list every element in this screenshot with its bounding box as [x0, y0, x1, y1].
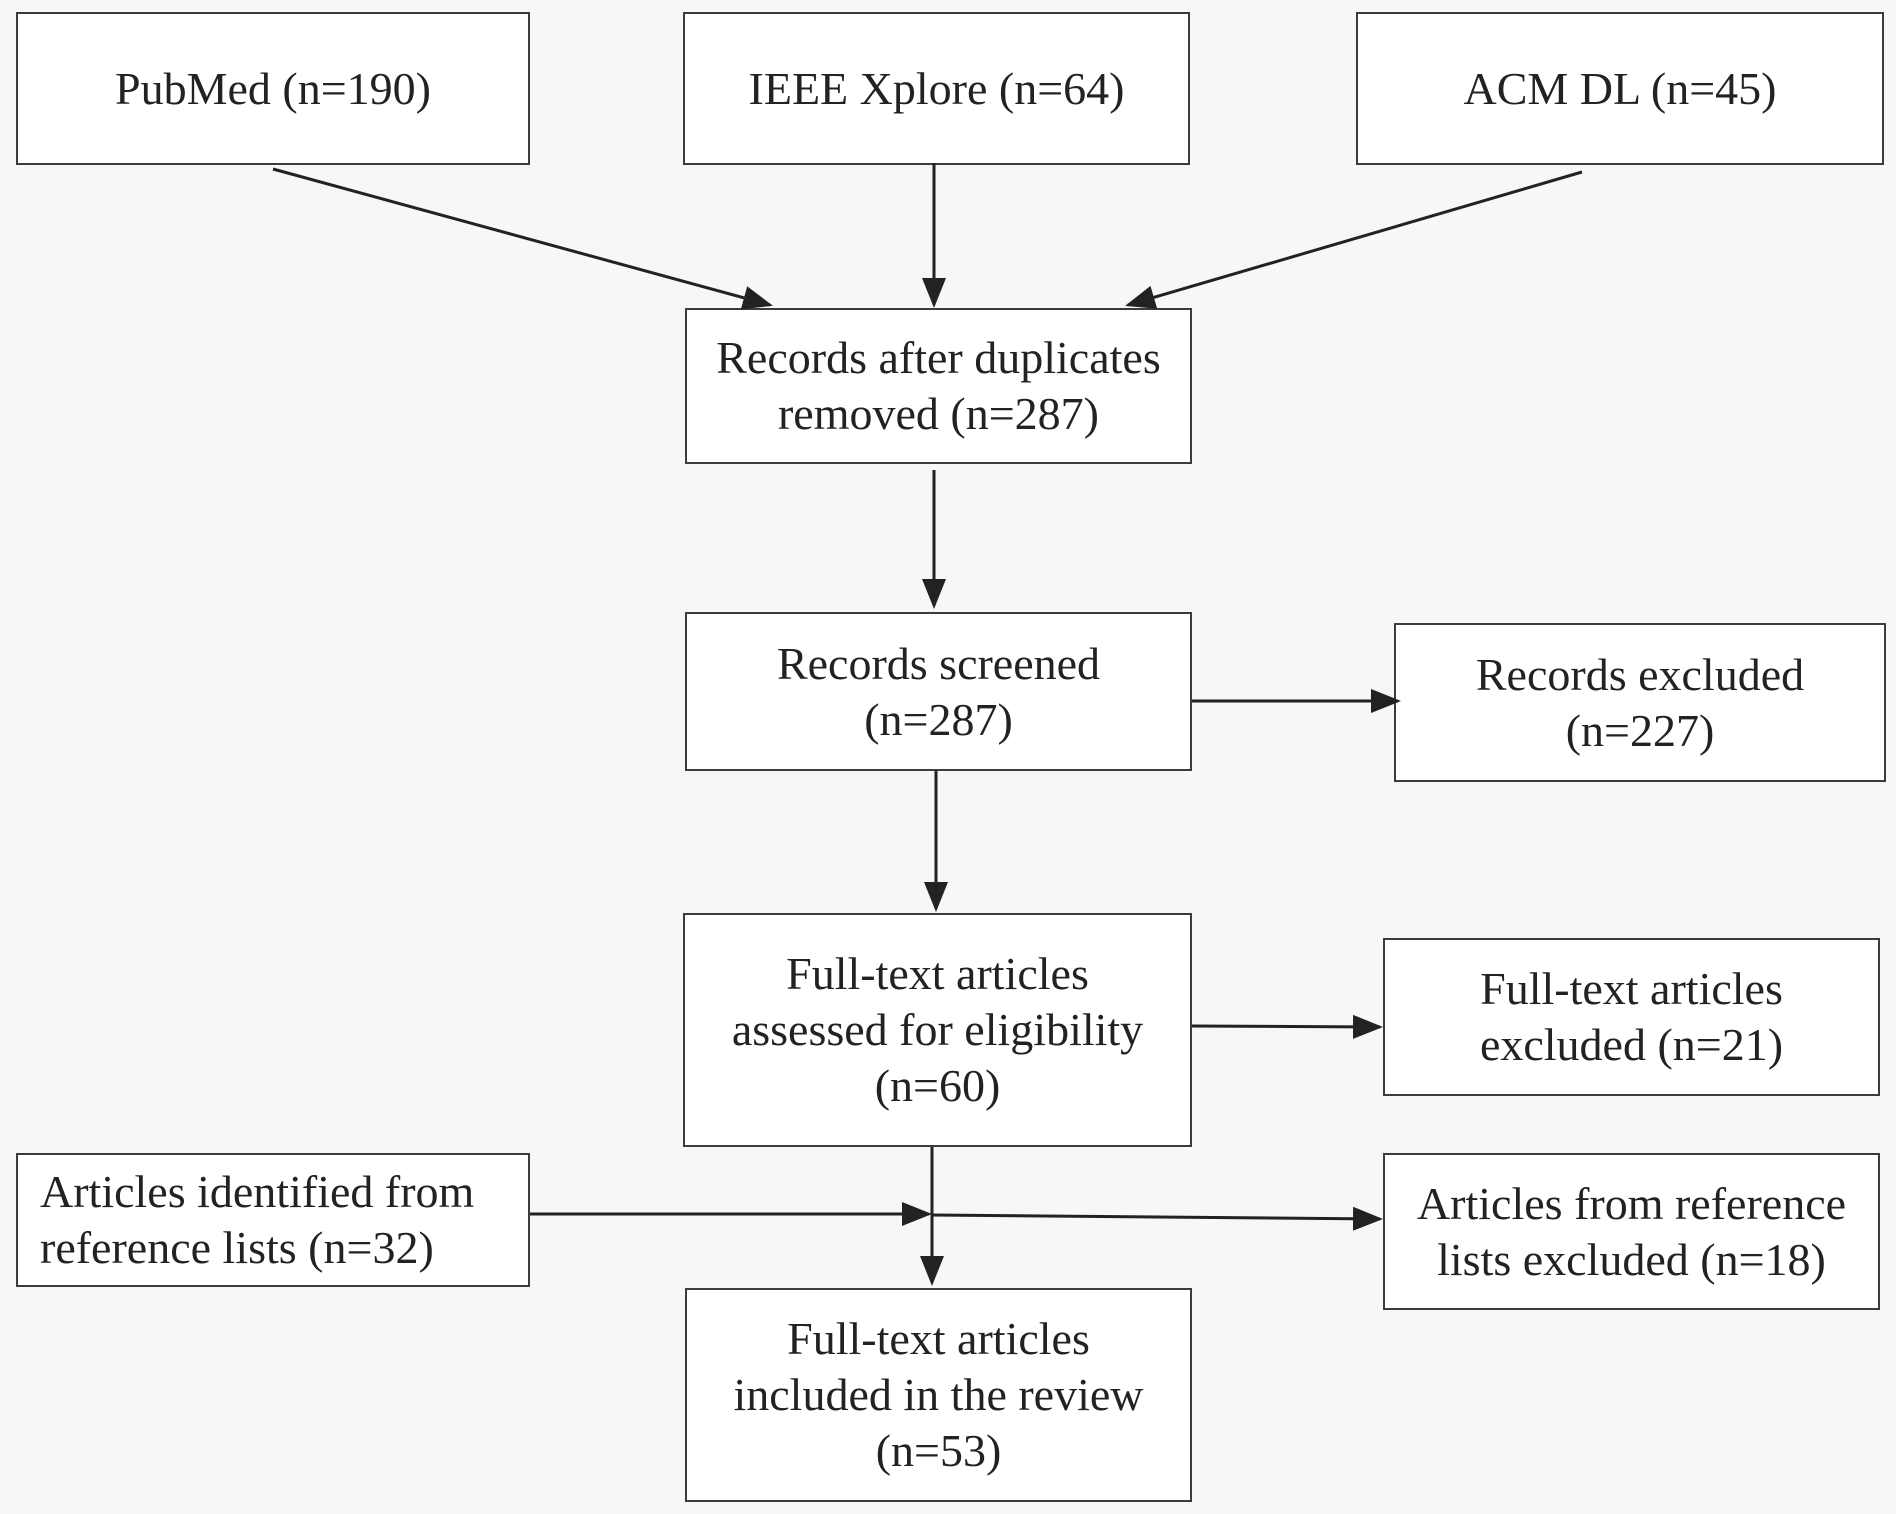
records-excluded-box: Records excluded (n=227) [1394, 623, 1886, 782]
arrow-fulltext-to-excluded [1191, 1014, 1383, 1039]
reference-lists-identified-box: Articles identified from reference lists… [16, 1153, 530, 1287]
pubmed-box: PubMed (n=190) [16, 12, 530, 165]
acm-dl-box: ACM DL (n=45) [1356, 12, 1884, 165]
fulltext-excluded-box: Full-text articles excluded (n=21) [1383, 938, 1880, 1096]
records-after-duplicates-box: Records after duplicates removed (n=287) [685, 308, 1192, 464]
reference-lists-excluded-box: Articles from reference lists excluded (… [1383, 1153, 1880, 1310]
arrow-pubmed-to-dedup [272, 167, 773, 310]
arrow-acm-to-dedup [1125, 170, 1583, 309]
included-in-review-box: Full-text articles included in the revie… [685, 1288, 1192, 1502]
records-screened-box: Records screened (n=287) [685, 612, 1192, 771]
arrow-junction-to-reference-excluded [931, 1206, 1383, 1231]
fulltext-assessed-box: Full-text articles assessed for eligibil… [683, 913, 1192, 1147]
ieee-xplore-box: IEEE Xplore (n=64) [683, 12, 1190, 165]
